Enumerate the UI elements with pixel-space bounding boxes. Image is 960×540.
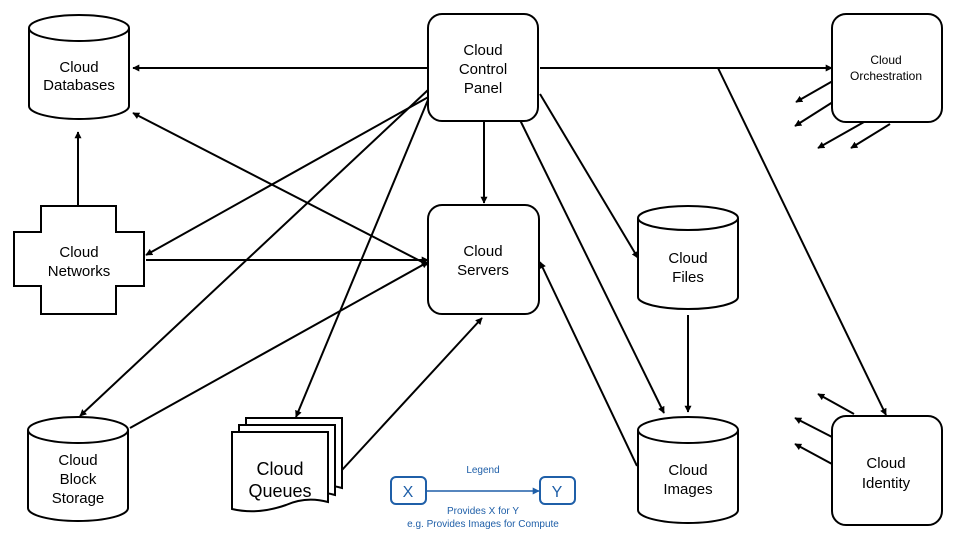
node-cloud-images[interactable]: Cloud Images [637, 416, 739, 524]
legend-line-2: e.g. Provides Images for Compute [407, 519, 559, 530]
node-cloud-files[interactable]: Cloud Files [637, 205, 739, 310]
node-label-line: Panel [464, 80, 502, 97]
edge-orchestration-stub-3 [817, 121, 865, 149]
node-label-line: Orchestration [850, 69, 922, 83]
edge-identity-stub-3 [794, 443, 833, 465]
legend-y-label: Y [552, 484, 563, 501]
node-label-line: Cloud [256, 459, 303, 479]
node-label-line: Control [459, 61, 507, 78]
node-label-line: Cloud [668, 462, 707, 479]
node-label-line: Queues [248, 481, 311, 501]
edge-images-to-servers [539, 261, 638, 467]
node-label-line: Cloud [866, 455, 905, 472]
edge-queues-to-servers [341, 317, 483, 471]
node-label-line: Cloud [668, 250, 707, 267]
node-cloud-block-storage[interactable]: Cloud Block Storage [27, 416, 129, 522]
node-cloud-networks[interactable]: Cloud Networks [13, 205, 145, 315]
edge-orchestration-stub-2 [794, 99, 837, 127]
node-cloud-databases[interactable]: Cloud Databases [28, 14, 130, 120]
node-label-line: Cloud [463, 243, 502, 260]
node-label-line: Cloud [870, 53, 901, 67]
legend-title: Legend [466, 465, 499, 476]
edge-control-to-images [519, 119, 665, 414]
node-label-line: Cloud [58, 452, 97, 469]
legend-line-1: Provides X for Y [447, 506, 519, 517]
node-label-line: Cloud [59, 244, 98, 261]
legend-x-label: X [403, 484, 414, 501]
node-label-line: Cloud [463, 42, 502, 59]
edge-identity-stub-2 [794, 417, 835, 439]
node-label-line: Block [60, 471, 97, 488]
node-label-line: Storage [52, 490, 105, 507]
edge-servers-databases [132, 112, 429, 266]
node-label-line: Networks [48, 263, 111, 280]
node-label-line: Identity [862, 475, 911, 492]
edge-block-storage-to-servers [129, 261, 429, 429]
node-label-line: Databases [43, 77, 115, 94]
node-cloud-orchestration[interactable]: Cloud Orchestration [831, 13, 943, 123]
edge-control-to-files [539, 93, 639, 259]
node-cloud-identity[interactable]: Cloud Identity [831, 415, 943, 526]
edge-control-to-identity [717, 67, 887, 416]
node-label-line: Images [663, 481, 712, 498]
legend: Legend X Y Provides X for Y e.g. Provide… [390, 465, 576, 530]
node-cloud-queues[interactable]: Cloud Queues [231, 417, 343, 513]
edges [74, 64, 891, 471]
node-label-line: Files [672, 269, 704, 286]
node-cloud-control-panel[interactable]: Cloud Control Panel [427, 13, 539, 122]
edge-control-to-networks [145, 94, 433, 256]
edge-orchestration-stub-4 [850, 123, 891, 149]
node-label-line: Servers [457, 262, 509, 279]
node-cloud-servers[interactable]: Cloud Servers [427, 204, 540, 315]
legend-box-y [539, 476, 576, 505]
node-label-line: Cloud [59, 59, 98, 76]
edge-identity-stub-1 [817, 393, 855, 415]
